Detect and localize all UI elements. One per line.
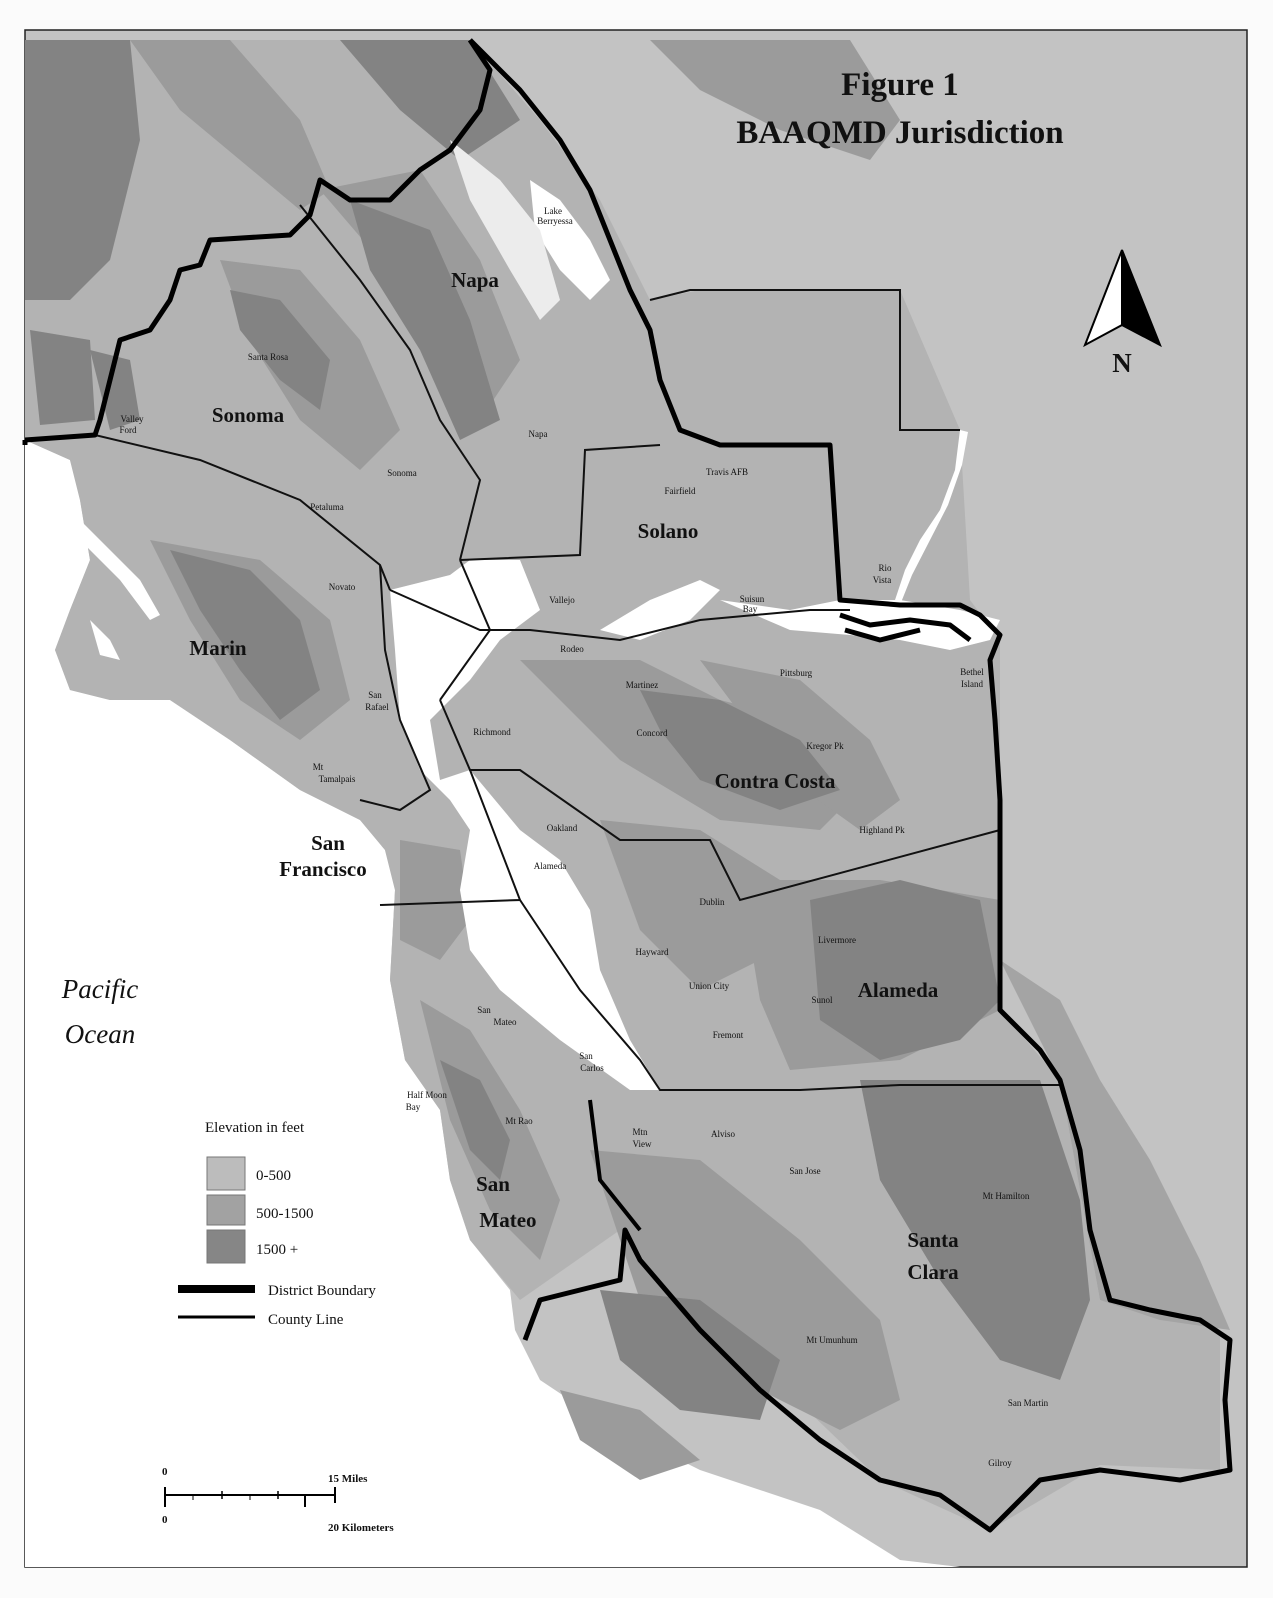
county-label-marin: Marin: [189, 636, 246, 660]
county-label-sonoma: Sonoma: [212, 403, 285, 427]
place-label: Martinez: [626, 680, 658, 690]
place-label: Suisun: [740, 594, 765, 604]
scale-zero-bottom: 0: [162, 1514, 168, 1526]
map-legend: Elevation in feet 0-500 500-1500 1500 + …: [178, 1120, 376, 1328]
scale-kilometers-label: 20 Kilometers: [328, 1522, 394, 1534]
north-label: N: [1112, 348, 1132, 378]
place-label: Fairfield: [665, 486, 696, 496]
legend-swatch-500-1500: [206, 1194, 246, 1226]
place-label: Tamalpais: [319, 774, 356, 784]
place-label: Livermore: [818, 935, 856, 945]
county-label-santa-clara-1: Santa: [907, 1228, 959, 1252]
place-label: Berryessa: [537, 216, 573, 226]
place-label: Kregor Pk: [806, 741, 844, 751]
county-label-san-mateo-2: Mateo: [479, 1208, 536, 1232]
place-label: Vallejo: [549, 595, 575, 605]
north-arrow-icon: N: [1083, 249, 1162, 378]
scale-miles-label: 15 Miles: [328, 1473, 368, 1485]
county-label-contra-costa: Contra Costa: [715, 769, 836, 793]
county-label-san-francisco-1: San: [311, 831, 345, 855]
place-label: Novato: [329, 582, 356, 592]
district-boundary: [22, 38, 1233, 1533]
place-label: Hayward: [636, 947, 669, 957]
place-label: Rodeo: [560, 644, 584, 654]
place-label: Mt Hamilton: [983, 1191, 1030, 1201]
place-label: Island: [961, 679, 983, 689]
santa-clara-west-line: [588, 1099, 642, 1232]
place-label: Napa: [529, 429, 548, 439]
place-label: Alameda: [534, 861, 566, 871]
place-label: Sunol: [811, 995, 833, 1005]
place-label: Pittsburg: [780, 668, 813, 678]
place-label: Ford: [119, 425, 137, 435]
place-label: Union City: [689, 981, 730, 991]
map-title-line2: BAAQMD Jurisdiction: [736, 115, 1063, 151]
place-label: San: [477, 1005, 491, 1015]
place-label: Alviso: [711, 1129, 736, 1139]
place-label: Mt Rao: [505, 1116, 533, 1126]
county-labels: Napa Sonoma Solano Marin Contra Costa Sa…: [189, 268, 959, 1284]
legend-label-500-1500: 500-1500: [256, 1206, 314, 1222]
county-label-santa-clara-2: Clara: [907, 1260, 959, 1284]
county-label-san-francisco-2: Francisco: [279, 857, 366, 881]
place-label: Lake: [544, 206, 562, 216]
place-label: Oakland: [547, 823, 578, 833]
legend-swatch-0-500: [206, 1156, 246, 1191]
place-label: Richmond: [473, 727, 511, 737]
scale-bar: 0 15 Miles 0 20 Kilometers: [162, 1466, 394, 1534]
elevation-high-regions: [25, 40, 1090, 1420]
pacific-ocean-water: [25, 440, 960, 1567]
legend-swatch-1500-plus: [206, 1229, 246, 1264]
place-label: San: [368, 690, 382, 700]
place-label: San: [579, 1051, 593, 1061]
legend-district-boundary-label: District Boundary: [268, 1283, 376, 1299]
county-label-alameda: Alameda: [858, 978, 939, 1002]
place-labels: Lake Berryessa Santa Rosa Valley Ford Na…: [119, 206, 1048, 1468]
place-label: Mt: [313, 762, 324, 772]
place-label: Bay: [743, 604, 758, 614]
place-label: Sonoma: [387, 468, 417, 478]
place-label: Rafael: [365, 702, 389, 712]
place-label: Mtn: [632, 1127, 648, 1137]
place-label: Bay: [406, 1102, 421, 1112]
county-label-napa: Napa: [451, 268, 499, 292]
place-label: Dublin: [699, 897, 725, 907]
place-label: Santa Rosa: [248, 352, 288, 362]
place-label: Petaluma: [310, 502, 344, 512]
map-title-line1: Figure 1: [841, 67, 959, 103]
county-label-solano: Solano: [638, 519, 699, 543]
place-label: Vista: [873, 575, 891, 585]
place-label: Highland Pk: [859, 825, 905, 835]
legend-label-0-500: 0-500: [256, 1168, 291, 1184]
place-label: Mateo: [494, 1017, 517, 1027]
legend-county-line-label: County Line: [268, 1312, 344, 1328]
place-label: San Martin: [1008, 1398, 1049, 1408]
place-label: Bethel: [960, 667, 984, 677]
county-label-san-mateo-1: San: [476, 1172, 510, 1196]
place-label: Concord: [637, 728, 668, 738]
place-label: Carlos: [580, 1063, 604, 1073]
place-label: San Jose: [789, 1166, 820, 1176]
place-label: Gilroy: [988, 1458, 1012, 1468]
place-label: Rio: [878, 563, 892, 573]
place-label: Half Moon: [407, 1090, 447, 1100]
place-label: Mt Umunhum: [806, 1335, 857, 1345]
place-label: View: [633, 1139, 652, 1149]
ocean-label-line2: Ocean: [65, 1019, 135, 1049]
place-label: Valley: [121, 414, 144, 424]
place-label: Fremont: [713, 1030, 744, 1040]
legend-label-1500-plus: 1500 +: [256, 1242, 298, 1258]
scale-zero-top: 0: [162, 1466, 168, 1478]
place-label: Travis AFB: [706, 467, 748, 477]
legend-heading: Elevation in feet: [205, 1120, 305, 1136]
ocean-label-line1: Pacific: [61, 974, 138, 1004]
